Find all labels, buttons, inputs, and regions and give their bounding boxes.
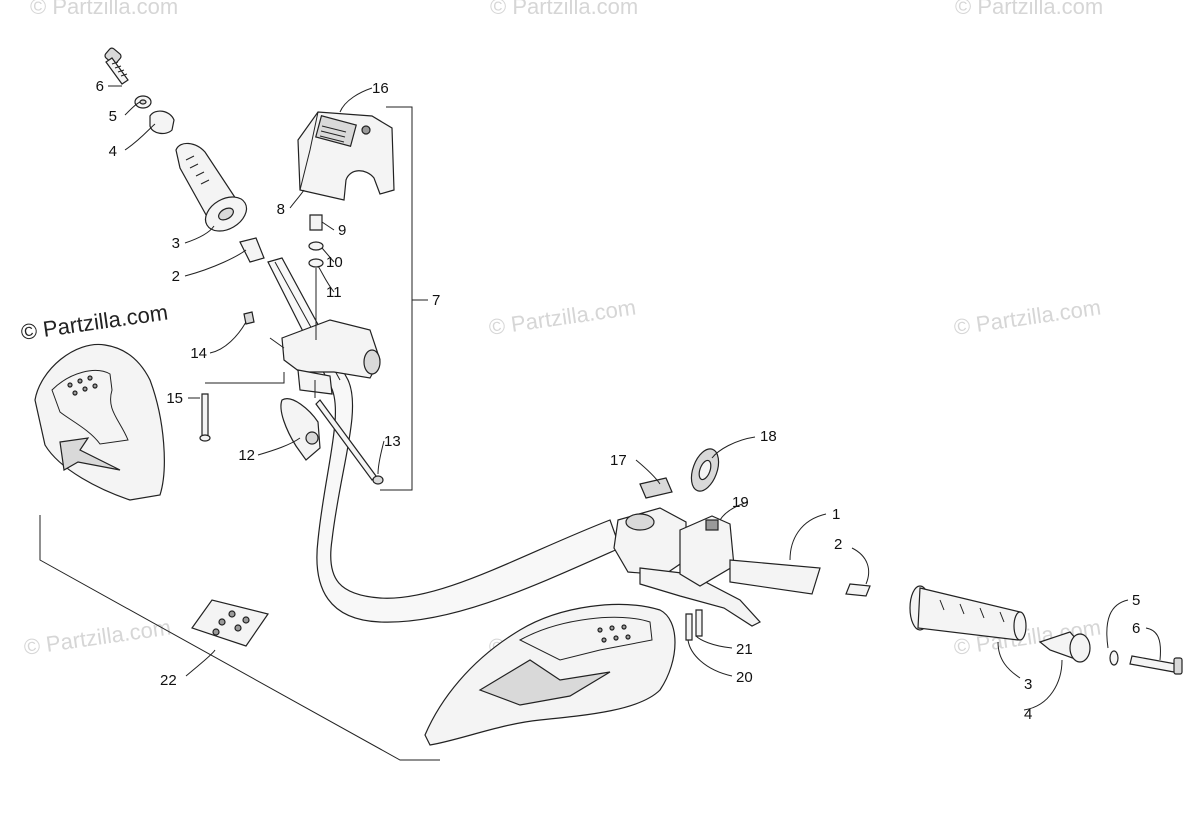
callout-9: 9 bbox=[338, 222, 346, 239]
left-handguard bbox=[34, 343, 165, 501]
callout-12: 12 bbox=[238, 447, 255, 464]
switch-housing bbox=[297, 111, 395, 268]
callout-3-right: 3 bbox=[1024, 676, 1032, 693]
callout-10: 10 bbox=[326, 254, 343, 271]
callout-5: 5 bbox=[109, 108, 117, 125]
callout-15: 15 bbox=[166, 390, 183, 407]
callout-19: 19 bbox=[732, 494, 749, 511]
callout-11: 11 bbox=[326, 284, 342, 301]
callout-labels: 6 5 4 3 2 8 9 10 11 16 7 14 15 12 13 22 … bbox=[96, 78, 1141, 723]
callout-1: 1 bbox=[832, 506, 840, 523]
watermark-text: © Partzilla.com bbox=[955, 0, 1103, 19]
callout-18: 18 bbox=[760, 428, 777, 445]
callout-2: 2 bbox=[172, 268, 180, 285]
callout-8: 8 bbox=[277, 201, 285, 218]
right-handguard bbox=[424, 603, 676, 746]
callout-13: 13 bbox=[384, 433, 401, 450]
left-grip-assembly bbox=[104, 47, 265, 263]
callout-22: 22 bbox=[160, 672, 177, 689]
callout-2-right: 2 bbox=[834, 536, 842, 553]
watermark-text: © Partzilla.com bbox=[952, 295, 1102, 340]
callout-4-right: 4 bbox=[1024, 706, 1032, 723]
callout-14: 14 bbox=[190, 345, 207, 362]
decal-kit bbox=[191, 599, 269, 647]
callout-6: 6 bbox=[96, 78, 104, 95]
throttle-assembly bbox=[199, 311, 384, 485]
callout-21: 21 bbox=[736, 641, 753, 658]
leader-lines bbox=[39, 85, 1161, 761]
watermark-text: © Partzilla.com bbox=[30, 0, 178, 19]
right-control-assembly bbox=[613, 448, 1183, 675]
callout-7: 7 bbox=[432, 292, 440, 309]
callout-17: 17 bbox=[610, 452, 627, 469]
callout-6-right: 6 bbox=[1132, 620, 1140, 637]
callout-16: 16 bbox=[372, 80, 389, 97]
callout-4: 4 bbox=[109, 143, 117, 160]
brand-watermark: © Partzilla.com bbox=[19, 300, 169, 345]
callout-5-right: 5 bbox=[1132, 592, 1140, 609]
watermark-text: © Partzilla.com bbox=[487, 295, 637, 340]
callout-3: 3 bbox=[172, 235, 180, 252]
callout-20: 20 bbox=[736, 669, 753, 686]
watermark-text: © Partzilla.com bbox=[490, 0, 638, 19]
